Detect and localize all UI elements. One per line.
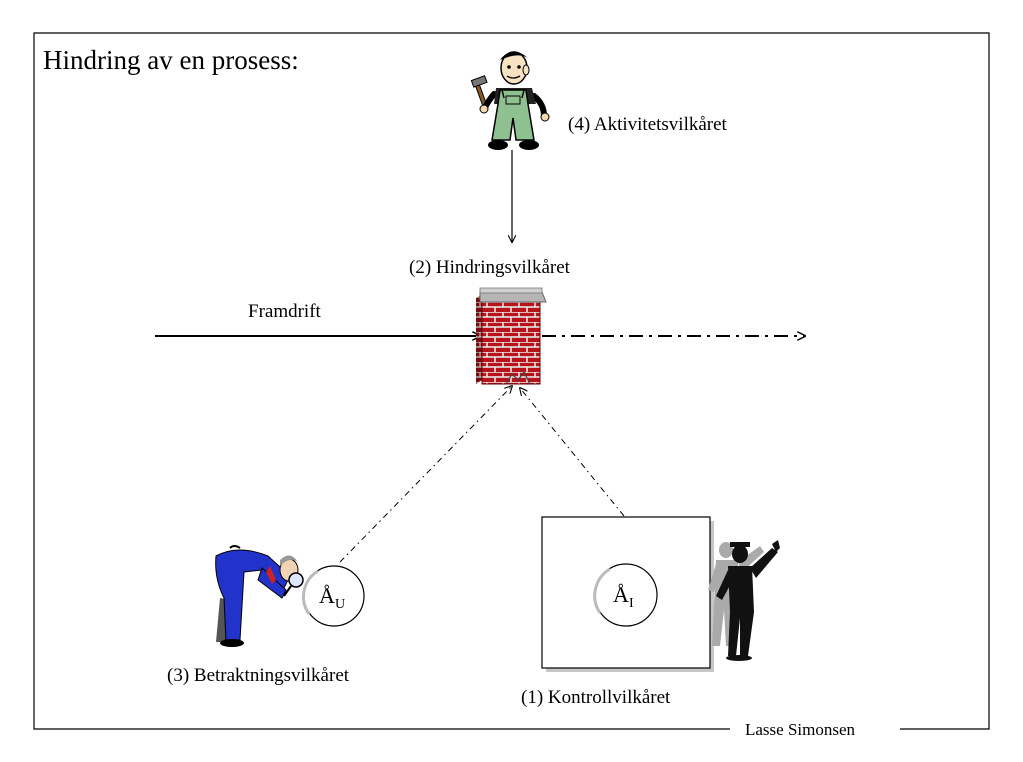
frame-border — [33, 32, 990, 730]
control-circle: Å I — [593, 563, 658, 627]
worker-with-hammer-icon — [470, 51, 550, 150]
footer-author: Lasse Simonsen — [745, 720, 856, 739]
control-circle-main: Å — [613, 582, 629, 607]
observation-link — [339, 386, 512, 563]
brick-wall-icon — [476, 287, 547, 385]
observation-circle: Å U — [302, 565, 365, 627]
obstacle-label: (2) Hindringsvilkåret — [409, 257, 571, 278]
page-title: Hindring av en prosess: — [43, 45, 299, 75]
inspector-with-magnifier-icon — [215, 545, 304, 647]
police-officer-silhouette-icon — [708, 540, 780, 661]
control-link — [520, 388, 625, 517]
observation-circle-sub: U — [335, 597, 345, 612]
observation-circle-main: Å — [319, 583, 335, 608]
activity-label: (4) Aktivitetsvilkåret — [568, 114, 728, 135]
control-circle-sub: I — [629, 596, 634, 611]
control-label: (1) Kontrollvilkåret — [521, 687, 671, 708]
progress-label: Framdrift — [248, 301, 322, 322]
observation-label: (3) Betraktningsvilkåret — [167, 665, 350, 686]
